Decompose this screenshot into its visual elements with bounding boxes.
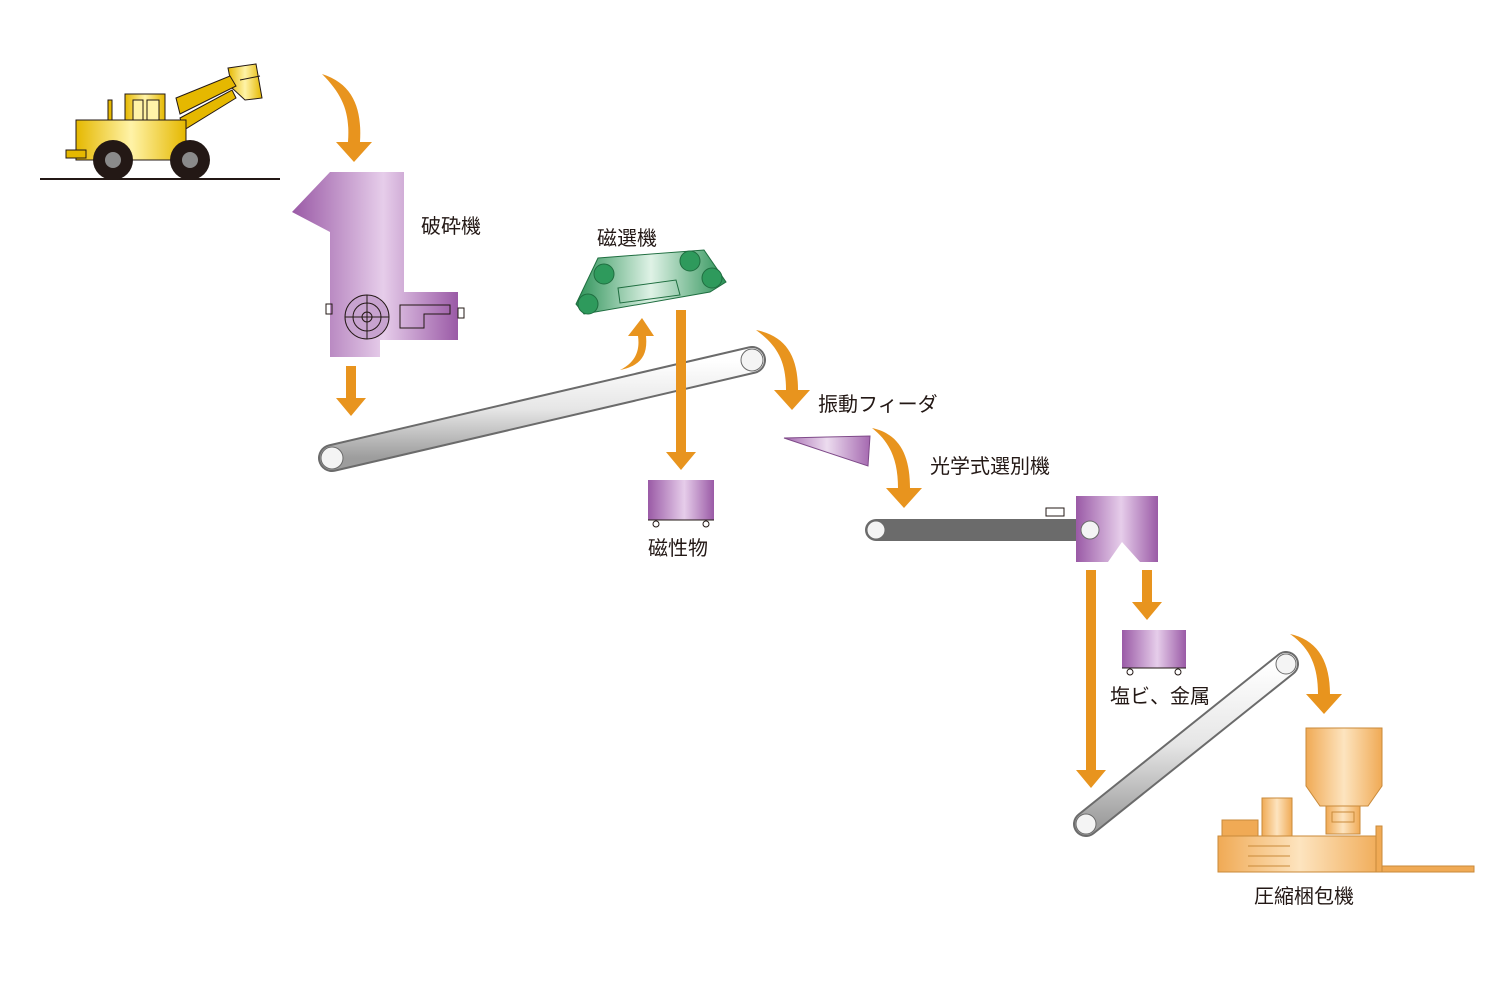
arrow-curved-into-crusher (322, 74, 372, 162)
arrow-curved-to-feeder (756, 330, 810, 410)
label-vibrating-feeder: 振動フィーダ (818, 392, 938, 416)
conveyor-2 (865, 519, 1101, 541)
conveyor-3 (1073, 651, 1299, 837)
bin-icon (648, 480, 714, 528)
vibrating-feeder-icon (783, 435, 871, 467)
label-baler: 圧縮梱包機 (1254, 884, 1354, 908)
arrow-up-to-separator (620, 318, 654, 370)
label-pvc-metal: 塩ビ、金属 (1110, 684, 1210, 708)
wheel-loader-icon (65, 63, 263, 180)
arrow-curved-to-conveyor-2 (872, 428, 922, 508)
label-crusher: 破砕機 (421, 214, 481, 238)
label-optical-sorter: 光学式選別機 (930, 454, 1050, 478)
arrow-down-to-magnetic-bin (666, 310, 696, 470)
conveyor-1 (318, 346, 766, 472)
baler-icon (1217, 727, 1475, 873)
crusher-icon (292, 172, 465, 357)
optical-sorter-icon (1045, 496, 1158, 562)
arrow-down-to-pvc-bin (1132, 570, 1162, 620)
arrow-curved-into-baler (1290, 634, 1342, 714)
label-magnetic-separator: 磁選機 (597, 226, 657, 250)
bin-icon (1122, 630, 1186, 676)
arrow-down-crusher-out (336, 366, 366, 416)
arrow-down-to-conveyor-3 (1076, 570, 1106, 788)
flow-arrows (322, 74, 1342, 788)
label-magnetic-material: 磁性物 (648, 536, 708, 560)
magnetic-separator-icon (575, 249, 727, 315)
